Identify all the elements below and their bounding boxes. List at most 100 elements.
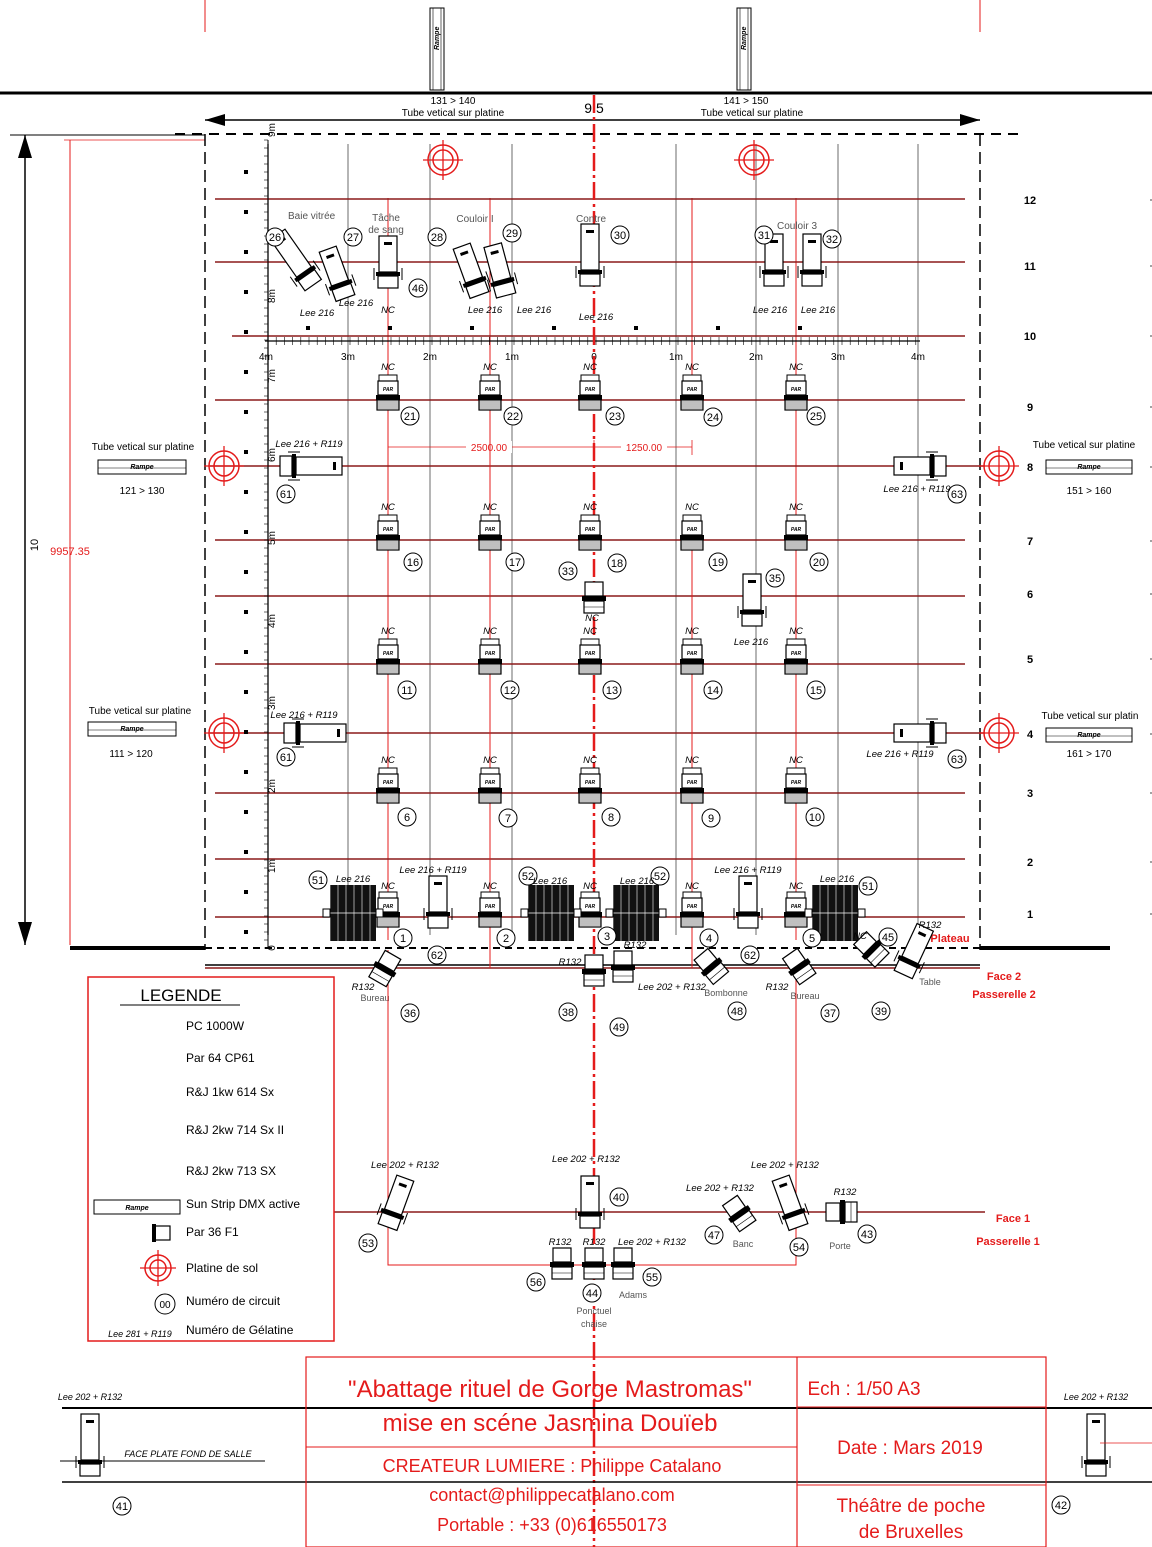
gel-label: NC	[583, 881, 597, 892]
gel-label: NC	[685, 881, 699, 892]
profile-fixture	[423, 875, 453, 929]
ruler-marker	[244, 450, 248, 454]
legend-sunstrip-icon: Rampe	[93, 1199, 181, 1215]
profile-fixture	[737, 573, 767, 627]
circuit-circle	[820, 1003, 840, 1023]
circuit-circle	[308, 870, 328, 890]
pc-fixture	[825, 1200, 858, 1224]
gel-label: NC	[483, 881, 497, 892]
gel-label: Lee 216	[468, 305, 503, 316]
gel-label: NC	[789, 362, 803, 373]
gel-label: R132	[352, 982, 375, 993]
side-tube-right-4: Tube vetical sur platin Rampe 161 > 170	[1042, 711, 1139, 760]
par-label: PAR	[791, 651, 802, 657]
circuit-number: 49	[613, 1022, 625, 1034]
circuit-number: 20	[813, 557, 825, 569]
profile-fixture	[376, 1174, 415, 1232]
legend-item-label: R&J 2kw 713 SX	[186, 1164, 276, 1178]
circuit-circle	[878, 927, 898, 947]
gel-label: NC	[789, 881, 803, 892]
circuit-circle	[408, 278, 428, 298]
rampe-label: Rampe	[1077, 464, 1100, 471]
ruler-v-label: 5m	[267, 531, 278, 545]
circuit-number: 46	[412, 283, 424, 295]
area-banc: Banc	[733, 1239, 754, 1249]
par-label: PAR	[791, 780, 802, 786]
par64-fixture: PAR	[478, 638, 502, 675]
par-label: PAR	[687, 387, 698, 393]
circuit-number: 23	[609, 411, 621, 423]
circuit-number: 63	[951, 489, 963, 501]
legend-circuit-sample: 00	[159, 1300, 171, 1311]
date: Date : Mars 2019	[837, 1438, 983, 1459]
rampe-label: Rampe	[130, 464, 153, 471]
gel-label: Lee 216	[579, 312, 614, 323]
area-couloir-1: Couloir I	[456, 214, 493, 225]
ruler-marker	[244, 330, 248, 334]
circuit-number: 29	[506, 228, 518, 240]
circuit-circle	[276, 484, 296, 504]
row-number: 2	[1027, 857, 1033, 869]
side-tube-left-4: Tube vetical sur platine Rampe 111 > 120	[87, 706, 192, 760]
circuit-number: 41	[116, 1501, 128, 1513]
rampe-vertical-1: Rampe	[429, 7, 445, 91]
gel-label: NC	[685, 502, 699, 513]
ruler-h-label: 1m	[669, 352, 683, 363]
legend-item-label: Numéro de Gélatine	[186, 1323, 294, 1337]
circuit-number: 33	[562, 566, 574, 578]
par-label: PAR	[791, 527, 802, 533]
gel-label: NC	[381, 881, 395, 892]
circuit-circle	[276, 747, 296, 767]
legend-item-label: Numéro de circuit	[186, 1294, 281, 1308]
circuit-number: 35	[769, 573, 781, 585]
row-number: 8	[1027, 462, 1033, 474]
rampe-label: Rampe	[125, 1205, 148, 1212]
circuit-circle	[526, 1272, 546, 1292]
par64-fixture: PAR	[376, 767, 400, 804]
circuit-circle	[582, 1283, 602, 1303]
par64-fixture: PAR	[478, 514, 502, 551]
gel-label: NC	[853, 931, 867, 942]
contact-phone: Portable : +33 (0)616550173	[437, 1515, 667, 1535]
circuit-circle	[265, 227, 285, 247]
circuit-circle	[602, 680, 622, 700]
gel-label: NC	[583, 626, 597, 637]
circuit-circle	[1051, 1495, 1071, 1515]
gel-label: NC	[381, 626, 395, 637]
circuit-number: 47	[708, 1230, 720, 1242]
circuit-circle	[397, 680, 417, 700]
area-plateau: Plateau	[930, 933, 969, 945]
circuit-number: 18	[611, 558, 623, 570]
legend-title: LEGENDE	[140, 986, 221, 1005]
gel-label: R132	[549, 1237, 572, 1248]
area-passerelle-2: Passerelle 2	[972, 989, 1036, 1001]
platine-de-sol	[734, 140, 774, 180]
par-label: PAR	[485, 904, 496, 910]
arrow-right	[960, 114, 980, 126]
row-number: 4	[1027, 729, 1034, 741]
row-number: 12	[1024, 195, 1036, 207]
row-number: 10	[1024, 331, 1036, 343]
par-label: PAR	[687, 904, 698, 910]
ruler-v-label: 2m	[267, 779, 278, 793]
circuit-number: 16	[407, 557, 419, 569]
circuit-number: 37	[824, 1008, 836, 1020]
ruler-marker	[244, 530, 248, 534]
ruler-marker	[306, 326, 310, 330]
gel-label: R132	[624, 940, 647, 951]
circuit-number: 21	[404, 411, 416, 423]
battens	[210, 198, 985, 918]
par64-fixture: PAR	[478, 891, 502, 928]
gel-label: Lee 216 + R119	[714, 865, 782, 876]
circuit-number: 40	[613, 1192, 625, 1204]
par64-fixture: PAR	[680, 638, 704, 675]
circuit-circle	[112, 1496, 132, 1516]
circuit-circle	[502, 223, 522, 243]
circuit-number: 30	[614, 230, 626, 242]
ruler-h-label: 4m	[259, 352, 273, 363]
legend-item-label: Par 64 CP61	[186, 1051, 255, 1065]
gel-label: Lee 216	[734, 637, 769, 648]
circuit-number: 31	[758, 230, 770, 242]
profile-fixture	[483, 242, 519, 299]
